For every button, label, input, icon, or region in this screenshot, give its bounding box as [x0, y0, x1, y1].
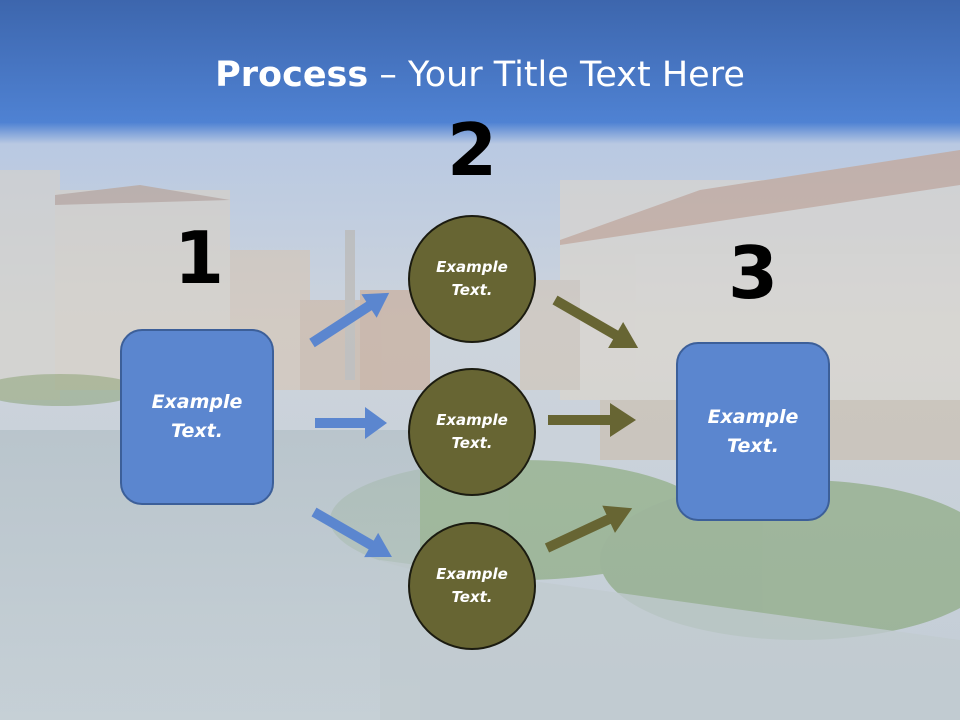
- title-bold: Process: [215, 55, 369, 95]
- step-circle-bottom: Example Text.: [408, 522, 536, 650]
- step-number-1: 1: [173, 216, 225, 300]
- arrow-middle-to-right: [548, 403, 636, 437]
- start-box-text: Example Text.: [151, 391, 243, 442]
- end-box-text: Example Text.: [707, 405, 799, 457]
- circle-middle-text: Example Text.: [436, 411, 508, 452]
- circle-bottom-text: Example Text.: [436, 565, 508, 606]
- start-box: Example Text.: [120, 329, 274, 505]
- arrow-left-to-middle: [315, 407, 387, 439]
- circle-top-text: Example Text.: [436, 258, 508, 299]
- step-number-2: 2: [446, 108, 498, 192]
- step-circle-middle: Example Text.: [408, 368, 536, 496]
- arrow-left-to-top: [309, 292, 390, 348]
- title-rest: – Your Title Text Here: [368, 55, 745, 95]
- slide-title: Process – Your Title Text Here: [0, 52, 960, 98]
- arrow-bottom-to-right: [544, 505, 633, 553]
- end-box: Example Text.: [676, 342, 830, 521]
- arrow-top-to-right: [552, 295, 639, 348]
- arrow-left-to-bottom: [311, 507, 392, 558]
- step-number-3: 3: [727, 231, 779, 315]
- step-circle-top: Example Text.: [408, 215, 536, 343]
